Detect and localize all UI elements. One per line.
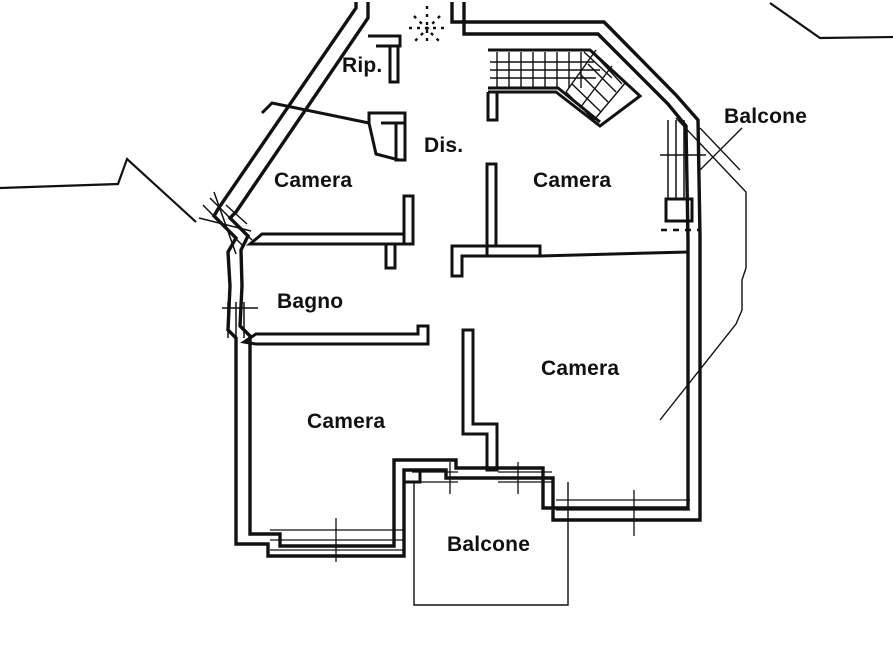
window-camera-bl-south <box>270 518 404 562</box>
wall-rip-top-stub <box>368 34 402 48</box>
neighbour-line-right <box>769 2 893 40</box>
stair-treads-straight <box>490 52 600 88</box>
stair-landing-wall <box>486 92 499 122</box>
stair-treads-winder <box>565 49 627 121</box>
room-label-dis: Dis. <box>424 134 464 157</box>
window-bagno-west <box>222 302 258 338</box>
wall-camera-tl-bottom <box>245 194 415 246</box>
interior-walls-group <box>240 34 689 556</box>
window-balcone-right <box>660 120 706 200</box>
exterior-wall-inner <box>227 2 690 548</box>
room-label-rip: Rip. <box>342 54 383 77</box>
wall-camera-tr-bottom <box>450 244 542 278</box>
room-label-camera-top-left: Camera <box>274 169 353 192</box>
window-balcone-right-sill <box>664 197 694 223</box>
room-label-balcone-right: Balcone <box>724 105 808 128</box>
wall-camera-tr-bottom-right <box>539 250 689 258</box>
wall-rip-door-jamb <box>394 123 407 162</box>
stair-lower-edge <box>488 86 601 124</box>
site-outline-group <box>0 2 893 223</box>
wall-camera-tl-door-jamb <box>384 244 397 270</box>
wall-bagno-bottom <box>240 324 430 346</box>
balcony-right-cross <box>697 127 743 173</box>
room-label-camera-top-right: Camera <box>533 169 612 192</box>
openings-group <box>198 6 706 562</box>
room-label-camera-right: Camera <box>541 357 620 380</box>
balcony-outlines-group <box>413 117 747 606</box>
wall-rip-right-jamb <box>388 46 400 84</box>
neighbour-line-left <box>0 157 197 223</box>
room-label-bagno: Bagno <box>277 290 344 313</box>
door-leaf-rip <box>367 122 400 162</box>
window-nw-diagonal <box>198 191 253 255</box>
window-camera-right-south <box>556 490 690 536</box>
wall-camera-right-left <box>461 328 499 472</box>
window-balcony-north <box>412 462 552 494</box>
staircase-group <box>486 48 643 128</box>
stair-enclosure <box>488 48 643 128</box>
room-label-balcone-bottom: Balcone <box>447 533 531 556</box>
balcony-right-outline <box>659 117 747 421</box>
shaft-marker-top <box>409 6 447 46</box>
room-label-camera-bottom-left: Camera <box>307 410 386 433</box>
balcony-bottom-outline <box>413 482 569 606</box>
